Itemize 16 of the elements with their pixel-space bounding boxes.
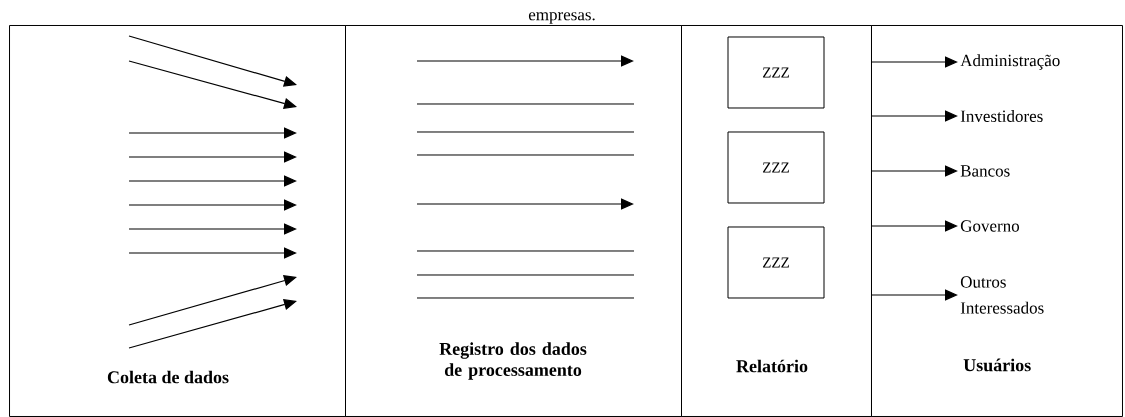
arrow [871,289,958,301]
arrow [871,110,958,122]
user-label: Governo [960,220,1020,232]
column-cell: Registro dos dados de processamento [345,25,682,417]
user-label: Outros Interessados [960,276,1044,314]
user-label: Investidores [960,110,1043,122]
report-box: ZZZ [727,36,825,109]
arrow [871,220,958,232]
arrow [871,165,958,177]
user-label: Administração [960,54,1060,70]
report-box: ZZZ [727,131,825,204]
report-box: ZZZ [727,226,825,299]
column-cell: Coleta de dados [9,25,346,417]
user-label: Bancos [960,165,1010,177]
title: empresas. [528,12,595,24]
arrow [871,56,958,68]
